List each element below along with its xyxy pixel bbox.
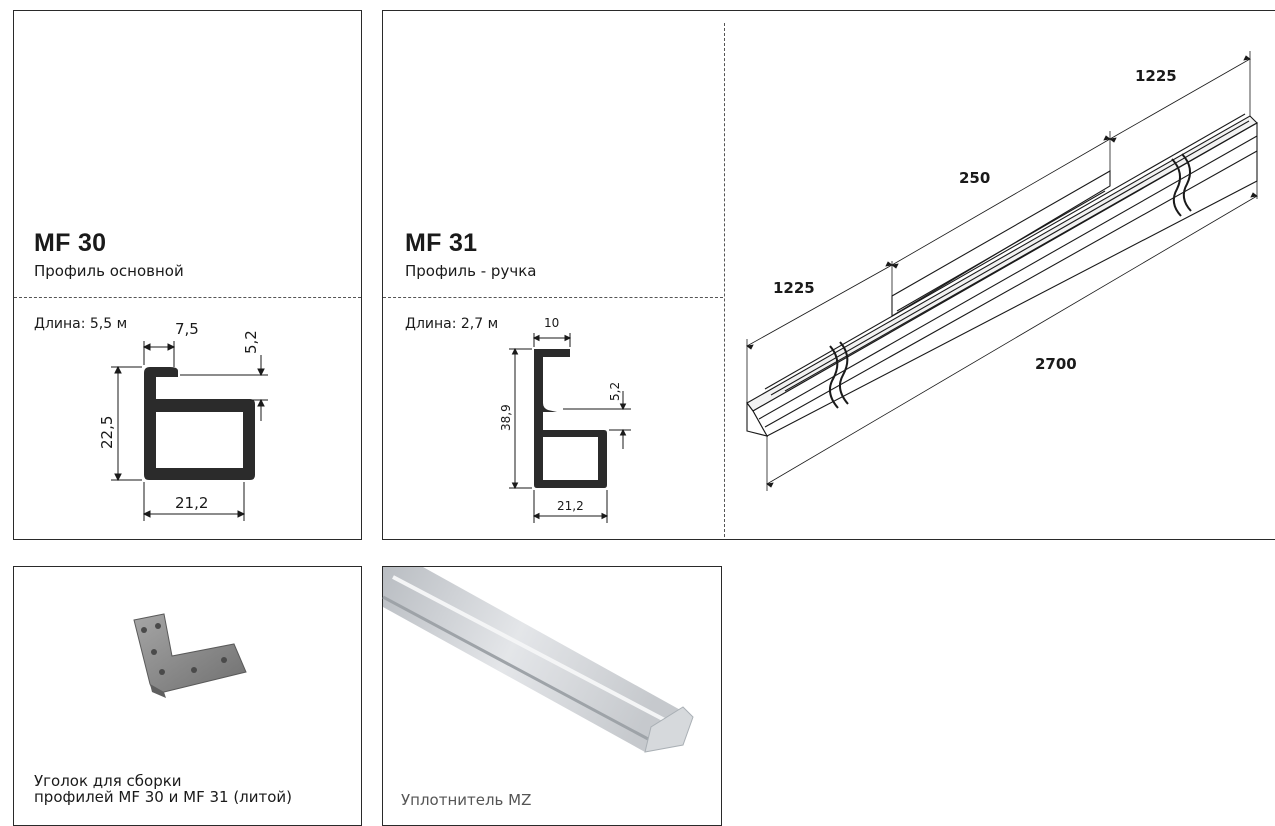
mf31-dim-width-label: 21,2 xyxy=(557,499,584,513)
mf30-dim-gap-label: 5,2 xyxy=(242,330,260,354)
seal-panel: Уплотнитель MZ xyxy=(382,566,722,826)
corner-caption: Уголок для сборки профилей MF 30 и MF 31… xyxy=(34,773,292,805)
mf31-vertical-divider xyxy=(724,23,725,537)
iso-rail-3 xyxy=(784,123,1256,392)
mf31-length: Длина: 2,7 м xyxy=(405,316,499,332)
iso-rail-2 xyxy=(770,120,1250,396)
seal-groove xyxy=(382,595,664,749)
mf30-dim-width xyxy=(142,482,246,521)
mf30-divider xyxy=(14,297,361,298)
mf30-dim-top xyxy=(142,341,176,367)
corner-bracket-shape xyxy=(133,613,247,693)
corner-bracket-image xyxy=(133,613,247,698)
mf31-profile-shape xyxy=(534,349,607,488)
iso-profile-drawing: 1225 250 1225 2700 xyxy=(746,51,1258,491)
iso-dim-total: 2700 xyxy=(1035,355,1077,373)
mf31-dim-height xyxy=(509,347,532,490)
iso-break-left xyxy=(828,345,839,409)
mf31-title: MF 31 xyxy=(405,229,478,257)
iso-dim-seg-left: 1225 xyxy=(773,279,815,297)
iso-dim-seg-right: 1225 xyxy=(1135,67,1177,85)
mf31-subtitle: Профиль - ручка xyxy=(405,262,537,280)
mf31-panel: MF 31 Профиль - ручка Длина: 2,7 м 10 5,… xyxy=(382,10,1275,540)
iso-handle-edge xyxy=(896,190,1106,312)
corner-bracket-side xyxy=(150,684,166,698)
mf30-dim-width-label: 21,2 xyxy=(175,494,208,512)
seal-highlight xyxy=(392,575,679,729)
mf30-title: MF 30 xyxy=(34,229,107,257)
mf30-section-drawing: 7,5 5,2 22,5 21,2 xyxy=(98,320,268,521)
seal-end xyxy=(644,706,694,753)
iso-rail-1 xyxy=(764,113,1246,390)
mf31-section-drawing: 10 5,2 38,9 21,2 xyxy=(499,316,631,523)
mf31-dim-height-label: 38,9 xyxy=(499,404,513,431)
mf31-divider xyxy=(383,297,723,298)
iso-break-right xyxy=(1171,158,1182,217)
mf30-panel: MF 30 Профиль основной Длина: 5,5 м 7,5 … xyxy=(13,10,362,540)
corner-caption-line2: профилей MF 30 и MF 31 (литой) xyxy=(34,788,293,806)
iso-handle-section xyxy=(891,170,1111,317)
mf31-dim-gap-label: 5,2 xyxy=(608,382,622,401)
corner-bracket-holes xyxy=(141,623,227,675)
mf31-dim-width xyxy=(532,490,609,523)
iso-break-left-2 xyxy=(838,341,849,405)
mf30-length: Длина: 5,5 м xyxy=(34,316,128,332)
mf31-dim-top-label: 10 xyxy=(544,316,559,330)
mf30-dim-top-label: 7,5 xyxy=(175,320,199,338)
corner-panel: Уголок для сборки профилей MF 30 и MF 31… xyxy=(13,566,362,826)
corner-caption-line1: Уголок для сборки xyxy=(34,772,182,790)
mf30-dim-height-label: 22,5 xyxy=(98,416,116,449)
iso-dim-seg-mid: 250 xyxy=(959,169,990,187)
iso-dimension-lines xyxy=(746,51,1258,491)
mf30-dim-height xyxy=(111,365,142,482)
seal-caption: Уплотнитель MZ xyxy=(401,791,532,809)
mf31-dim-gap xyxy=(563,391,631,449)
mf31-dim-top xyxy=(532,333,572,347)
seal-image xyxy=(382,567,694,753)
mf30-profile-shape xyxy=(144,367,255,480)
iso-rail-4 xyxy=(758,135,1258,420)
iso-break-right-2 xyxy=(1181,153,1192,212)
mf30-dim-gap xyxy=(180,355,268,421)
mf30-subtitle: Профиль основной xyxy=(34,262,184,280)
